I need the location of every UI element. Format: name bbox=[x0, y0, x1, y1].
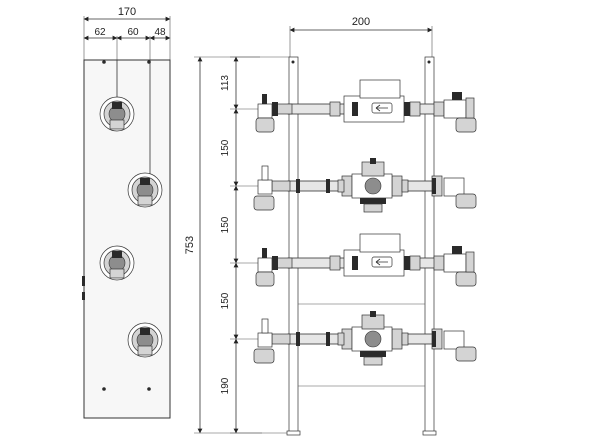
side-latch bbox=[82, 276, 85, 286]
water-meter-register bbox=[359, 79, 401, 99]
outlet-valve bbox=[443, 99, 467, 119]
dim-spacing-3: 150 bbox=[220, 216, 231, 233]
meter-row-1 bbox=[255, 79, 477, 133]
meter-row-3 bbox=[255, 233, 477, 287]
front-valve-1 bbox=[99, 96, 135, 132]
front-view: 170 62 60 48 bbox=[82, 6, 171, 419]
front-valve-3 bbox=[99, 245, 135, 281]
front-valve-4 bbox=[127, 322, 163, 358]
water-meter-register bbox=[359, 233, 401, 253]
side-view: 200 bbox=[253, 16, 477, 436]
dim-segment-1: 62 bbox=[94, 27, 106, 38]
mount-hole bbox=[102, 60, 106, 64]
pressure-gauge bbox=[364, 330, 382, 348]
regulator-row-2 bbox=[253, 158, 477, 213]
dim-total-height: 753 bbox=[184, 236, 196, 254]
dim-frame-width: 200 bbox=[352, 16, 370, 28]
dim-total-width: 170 bbox=[118, 6, 136, 18]
regulator-row-4 bbox=[253, 311, 477, 366]
mount-hole bbox=[147, 387, 151, 391]
dim-spacing-4: 150 bbox=[220, 292, 231, 309]
vertical-dimensions: 753 113 150 150 150 190 bbox=[184, 56, 290, 434]
side-latch bbox=[82, 292, 85, 300]
mount-hole bbox=[102, 387, 106, 391]
pressure-gauge bbox=[364, 177, 382, 195]
reducer-bonnet bbox=[361, 161, 385, 177]
dim-segment-2: 60 bbox=[127, 27, 139, 38]
dim-spacing-1: 113 bbox=[220, 75, 231, 91]
dim-spacing-5: 190 bbox=[220, 377, 231, 394]
front-valve-2 bbox=[127, 172, 163, 208]
flow-arrow-icon bbox=[375, 258, 388, 266]
dim-spacing-2: 150 bbox=[220, 139, 231, 156]
dim-segment-3: 48 bbox=[154, 27, 166, 38]
inlet-valve bbox=[257, 103, 273, 119]
